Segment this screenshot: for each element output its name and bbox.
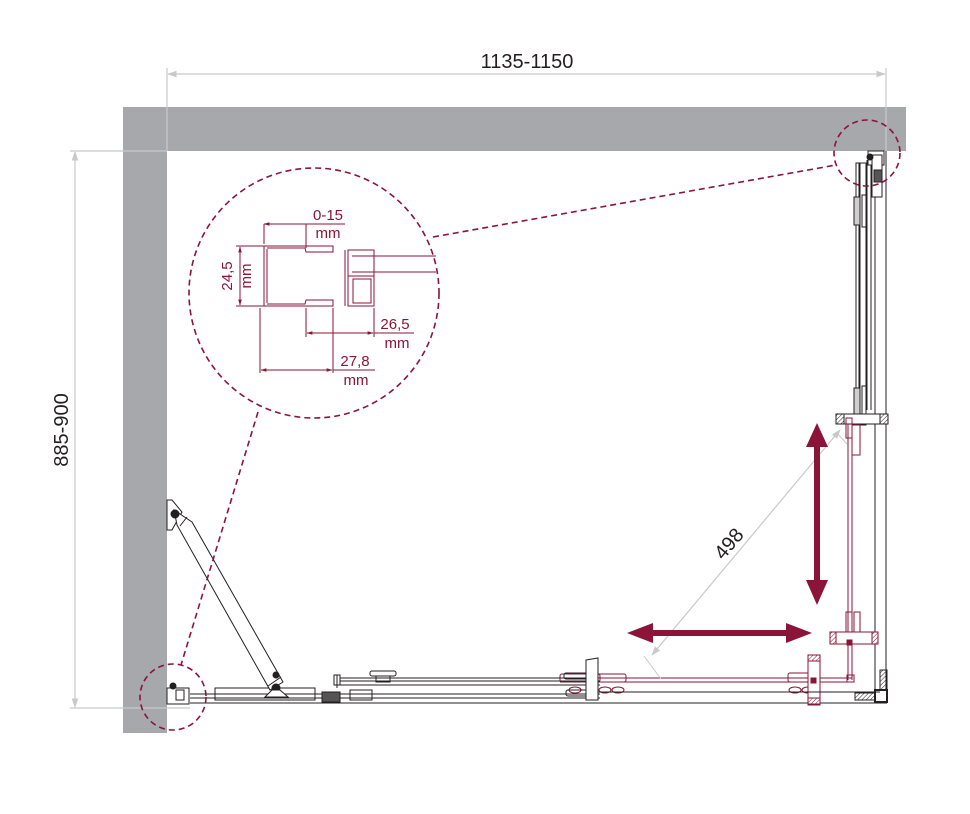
profile-depth-inner-value: 26,5 bbox=[380, 316, 409, 333]
bottom-track bbox=[190, 657, 880, 703]
profile-depth-outer-value: 27,8 bbox=[340, 353, 369, 370]
right-sliding-door bbox=[829, 417, 879, 683]
movement-arrows bbox=[627, 423, 828, 643]
right-side-panel bbox=[190, 150, 889, 704]
callout-markers bbox=[139, 119, 901, 731]
horizontal-movement-arrow-icon bbox=[627, 623, 812, 643]
walls bbox=[123, 107, 906, 733]
left-wall bbox=[123, 107, 167, 733]
profile-depth-outer-unit: mm bbox=[344, 372, 369, 389]
profile-detail bbox=[236, 222, 436, 373]
top-wall bbox=[123, 107, 906, 151]
width-label: 1135-1150 bbox=[481, 51, 574, 73]
depth-dimension: 885-900 bbox=[51, 150, 190, 709]
depth-label: 885-900 bbox=[51, 393, 73, 466]
vertical-movement-arrow-icon bbox=[806, 423, 828, 605]
profile-height-unit: mm bbox=[238, 264, 255, 289]
profile-height-value: 24,5 bbox=[219, 261, 236, 290]
profile-detail-labels: 0-15 mm 24,5 mm 26,5 mm 27,8 mm bbox=[219, 207, 410, 389]
adjustment-unit: mm bbox=[316, 225, 341, 242]
callout-leader-bottom bbox=[180, 411, 259, 666]
entrance-diagonal-line bbox=[651, 429, 841, 656]
pivot-arm bbox=[166, 499, 290, 705]
detail-magnifier-circle bbox=[188, 167, 440, 419]
profile-depth-inner-unit: mm bbox=[385, 335, 410, 352]
callout-leader-top bbox=[432, 164, 837, 238]
entrance-diagonal-label: 498 bbox=[710, 524, 748, 564]
bottom-sliding-door bbox=[559, 654, 852, 706]
adjustment-value: 0-15 bbox=[313, 207, 343, 224]
callout-circle-bottom-left bbox=[139, 663, 207, 731]
callout-circle-top-right bbox=[833, 119, 901, 187]
width-dimension: 1135-1150 bbox=[166, 51, 887, 151]
arm-hinge-top-icon bbox=[170, 509, 180, 519]
